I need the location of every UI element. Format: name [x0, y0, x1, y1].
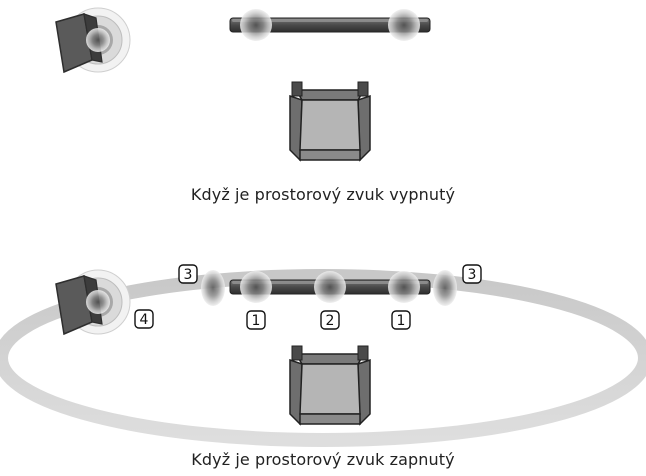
badge-front-right: 1 [391, 310, 411, 330]
caption-surround-on: Když je prostorový zvuk zapnutý [191, 450, 455, 469]
sound-wave-icon [201, 270, 225, 306]
badge-side-left: 3 [178, 264, 198, 284]
badge-center-label: 2 [326, 313, 335, 329]
armchair-icon [289, 81, 371, 162]
caption-surround-off: Když je prostorový zvuk vypnutý [190, 185, 456, 204]
sound-wave-icon [240, 9, 272, 41]
sound-wave-icon [314, 271, 346, 303]
surround-on-group: 3 3 1 2 1 4 [0, 264, 646, 447]
badge-center: 2 [320, 310, 340, 330]
surround-off-group [55, 7, 431, 162]
badge-front-left: 1 [246, 310, 266, 330]
badge-side-right: 3 [462, 264, 482, 284]
sound-wave-icon [388, 9, 420, 41]
armchair-icon [289, 345, 371, 426]
badge-side-right-label: 3 [468, 267, 477, 283]
badge-front-right-label: 1 [397, 313, 406, 329]
badge-subwoofer-label: 4 [140, 312, 149, 328]
sound-wave-icon [433, 270, 457, 306]
soundbar-icon [229, 17, 431, 33]
badge-subwoofer: 4 [134, 309, 154, 329]
subwoofer-icon [55, 269, 131, 336]
badge-side-left-label: 3 [184, 267, 193, 283]
subwoofer-icon [55, 7, 131, 74]
badge-front-left-label: 1 [252, 313, 261, 329]
sound-wave-icon [388, 271, 420, 303]
sound-wave-icon [240, 271, 272, 303]
